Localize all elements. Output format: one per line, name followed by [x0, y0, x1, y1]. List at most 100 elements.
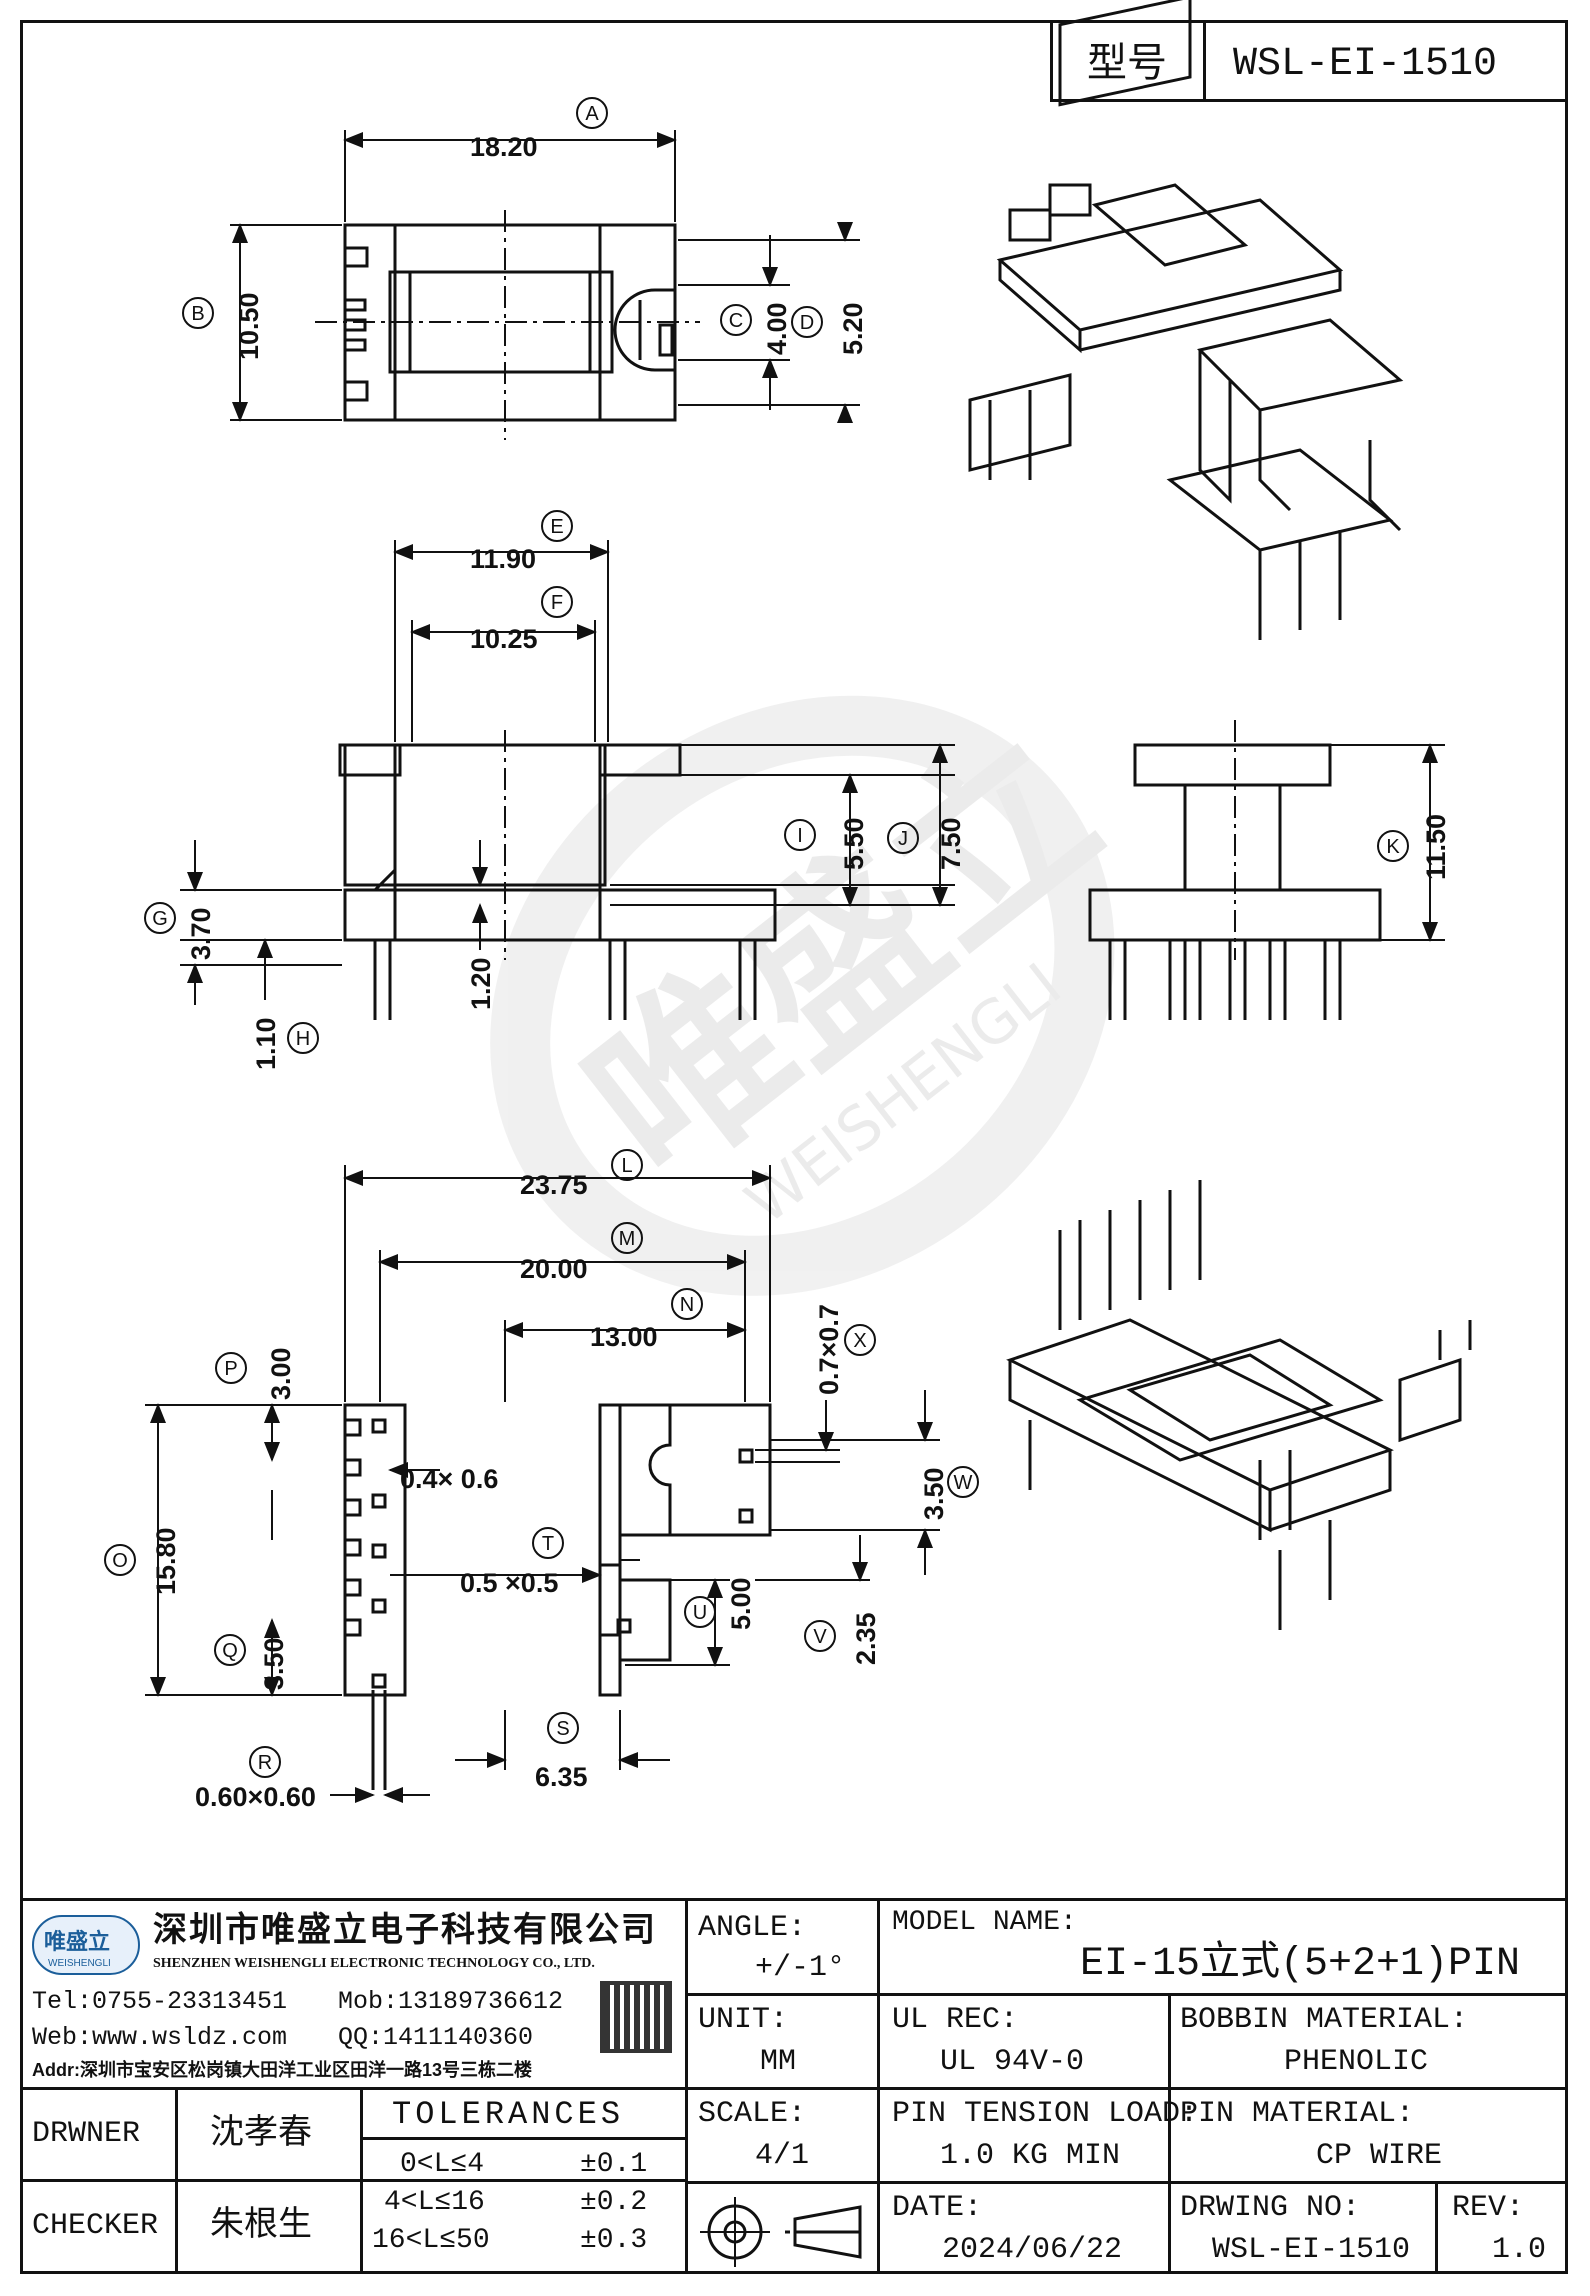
qr-code-icon [600, 1981, 672, 2053]
tb-hline-drawer [20, 2179, 685, 2182]
drawing-frame [20, 20, 1568, 2274]
company-web: Web:www.wsldz.com [32, 2023, 288, 2052]
callout-n: N [680, 1294, 694, 1316]
ul-label: UL REC: [892, 2003, 1019, 2037]
technical-drawing: 唯盛立 WEISHENGLI [104, 0, 1472, 1812]
callout-b: B [191, 303, 204, 325]
dim-h-value: 1.10 [251, 1017, 281, 1070]
isometric-view-bottom [1006, 1180, 1472, 1630]
dim-b-value: 10.50 [234, 292, 264, 360]
drawer-value: 沈孝春 [210, 2113, 312, 2151]
tolerances-title: TOLERANCES [392, 2096, 625, 2133]
tb-hline-tol [360, 2137, 685, 2140]
tol-row-1-range: 0<L≤4 [400, 2149, 485, 2180]
drawing-no-label: DRWING NO: [1180, 2191, 1361, 2225]
top-view [230, 130, 860, 440]
dim-n-value: 13.00 [590, 1322, 658, 1352]
pin-material-label: PIN MATERIAL: [1180, 2097, 1415, 2131]
tb-hline-1 [685, 1993, 1568, 1996]
company-name-cn: 深圳市唯盛立电子科技有限公司 [153, 1911, 657, 1949]
callout-x: X [853, 1330, 866, 1352]
company-qq: QQ:1411140360 [338, 2023, 534, 2052]
dim-q-value: 3.50 [259, 1637, 289, 1690]
dim-e-value: 11.90 [470, 544, 536, 574]
date-label: DATE: [892, 2191, 983, 2225]
tol-row-3-range: 16<L≤50 [372, 2225, 490, 2256]
dim-extra-046: 0.4× 0.6 [400, 1464, 498, 1494]
dim-j-value: 7.50 [936, 817, 966, 870]
front-view [180, 540, 955, 1020]
tol-row-2-range: 4<L≤16 [384, 2187, 485, 2218]
company-mob: Mob:13189736612 [338, 1987, 564, 2016]
callout-e: E [550, 516, 563, 538]
pin-material-value: CP WIRE [1316, 2139, 1443, 2173]
bobbin-value: PHENOLIC [1284, 2045, 1429, 2079]
dim-t-value: 0.5 ×0.5 [460, 1568, 558, 1598]
dim-m-value: 20.00 [520, 1254, 588, 1284]
drawer-label: DRWNER [32, 2117, 141, 2151]
callout-circles [104, 97, 1409, 1778]
tension-value: 1.0 KG MIN [940, 2139, 1121, 2173]
company-addr: Addr:深圳市宝安区松岗镇大田洋工业区田洋一路13号三栋二楼 [32, 2060, 533, 2080]
callout-k: K [1386, 836, 1400, 858]
callout-a: A [585, 103, 599, 125]
callout-l: L [621, 1155, 632, 1177]
rev-value: 1.0 [1492, 2233, 1547, 2267]
projection-symbol-icon [700, 2197, 862, 2267]
type-label: 型号 [1087, 41, 1167, 85]
dim-f-value: 10.25 [470, 624, 538, 654]
dim-r-value: 0.60×0.60 [195, 1782, 316, 1812]
callout-j: J [898, 828, 908, 850]
tension-label: PIN TENSION LOAD: [892, 2097, 1199, 2131]
model-label: MODEL NAME: [892, 1907, 1077, 1938]
angle-label: ANGLE: [698, 1911, 807, 1945]
tb-vline-right [1168, 1993, 1171, 2274]
callout-i: I [797, 825, 803, 847]
callout-d: D [800, 312, 814, 334]
checker-label: CHECKER [32, 2209, 159, 2243]
callout-labels: A B C D E F G H I J K L M N O P Q R S T … [112, 103, 1451, 1812]
dim-c-value: 4.00 [762, 302, 792, 355]
dim-g-value: 3.70 [186, 907, 216, 960]
unit-label: UNIT: [698, 2003, 789, 2037]
type-box: 型号 WSL-EI-1510 [1050, 20, 1568, 102]
callout-p: P [224, 1358, 237, 1380]
dim-v-value: 2.35 [851, 1612, 881, 1665]
dim-x-value: 0.7×0.7 [814, 1304, 844, 1395]
dim-l-value: 23.75 [520, 1170, 588, 1200]
company-logo: 唯盛立 WEISHENGLI [32, 1915, 140, 1975]
tol-row-3-tol: ±0.3 [580, 2225, 648, 2256]
isometric-view-top [968, 0, 1404, 640]
callout-r: R [258, 1752, 272, 1774]
title-block: 唯盛立 WEISHENGLI 深圳市唯盛立电子科技有限公司 SHENZHEN W… [20, 1898, 1568, 2274]
checker-value: 朱根生 [210, 2205, 312, 2243]
callout-u: U [693, 1602, 707, 1624]
angle-value: +/-1° [755, 1951, 846, 1985]
date-value: 2024/06/22 [942, 2233, 1123, 2267]
dim-w-value: 3.50 [919, 1467, 949, 1520]
dim-s-value: 6.35 [535, 1762, 588, 1792]
scale-label: SCALE: [698, 2097, 807, 2131]
company-tel: Tel:0755-23313451 [32, 1987, 288, 2016]
tol-row-1-tol: ±0.1 [580, 2149, 648, 2180]
dim-extra-120: 1.20 [466, 957, 496, 1010]
type-value: WSL-EI-1510 [1233, 42, 1498, 87]
drawing-no-value: WSL-EI-1510 [1212, 2233, 1411, 2267]
scale-value: 4/1 [755, 2139, 810, 2173]
tb-vline-drawer2 [360, 2087, 363, 2274]
callout-c: C [729, 310, 743, 332]
callout-g: G [152, 908, 168, 930]
type-box-divider [1203, 23, 1206, 99]
callout-o: O [112, 1550, 128, 1572]
callout-h: H [296, 1028, 310, 1050]
dim-u-value: 5.00 [726, 1577, 756, 1630]
callout-t: T [542, 1533, 554, 1555]
tb-hline-2 [20, 2087, 1568, 2090]
dim-a-value: 18.20 [470, 132, 538, 162]
model-value: EI-15立式(5+2+1)PIN [1080, 1942, 1521, 1987]
bottom-view [145, 1165, 940, 1803]
side-view [1088, 720, 1445, 1020]
rev-label: REV: [1452, 2191, 1525, 2225]
tb-vline-rev [1435, 2181, 1438, 2274]
tb-vline-drawer1 [175, 2087, 178, 2274]
